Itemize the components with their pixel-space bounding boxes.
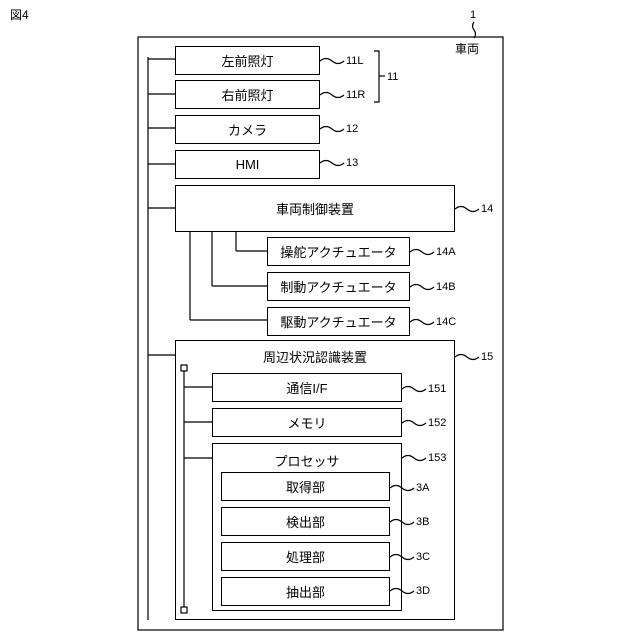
- ref-14: 14: [481, 202, 493, 216]
- steering-actuator-box: 操舵アクチュエータ: [267, 237, 410, 266]
- drive-actuator-box: 駆動アクチュエータ: [267, 307, 410, 336]
- ref-14b: 14B: [436, 280, 456, 294]
- perception-device-label: 周辺状況認識装置: [263, 347, 367, 366]
- ref-152: 152: [428, 416, 446, 430]
- detection-unit-box: 検出部: [221, 507, 390, 536]
- acquisition-unit-box: 取得部: [221, 472, 390, 501]
- camera-box: カメラ: [175, 115, 320, 144]
- ref-151: 151: [428, 382, 446, 396]
- ref-14a: 14A: [436, 245, 456, 259]
- vehicle-control-device-box: 車両制御装置: [175, 185, 455, 232]
- vehicle-leader: [473, 22, 476, 38]
- ref-153: 153: [428, 451, 446, 465]
- comm-interface-box: 通信I/F: [212, 373, 402, 402]
- memory-box: メモリ: [212, 408, 402, 437]
- left-headlight-box: 左前照灯: [175, 46, 320, 75]
- extraction-unit-box: 抽出部: [221, 577, 390, 606]
- ref-14c: 14C: [436, 315, 456, 329]
- ref-3c: 3C: [416, 550, 430, 564]
- figure-label: 図4: [10, 8, 29, 22]
- group-brace: [374, 51, 379, 102]
- processor-label: プロセッサ: [274, 451, 339, 470]
- hmi-box: HMI: [175, 150, 320, 179]
- right-headlight-box: 右前照灯: [175, 80, 320, 109]
- ref-11r: 11R: [346, 88, 365, 102]
- ref-3a: 3A: [416, 481, 429, 495]
- ref-11: 11: [387, 70, 398, 84]
- ref-13: 13: [346, 156, 358, 170]
- vehicle-name-label: 車両: [455, 42, 479, 56]
- ref-12: 12: [346, 122, 358, 136]
- ref-15: 15: [481, 350, 493, 364]
- processing-unit-box: 処理部: [221, 542, 390, 571]
- ref-3d: 3D: [416, 584, 430, 598]
- ref-3b: 3B: [416, 515, 429, 529]
- vehicle-ref-label: 1: [470, 8, 476, 22]
- brake-actuator-box: 制動アクチュエータ: [267, 272, 410, 301]
- ref-11l: 11L: [346, 54, 364, 68]
